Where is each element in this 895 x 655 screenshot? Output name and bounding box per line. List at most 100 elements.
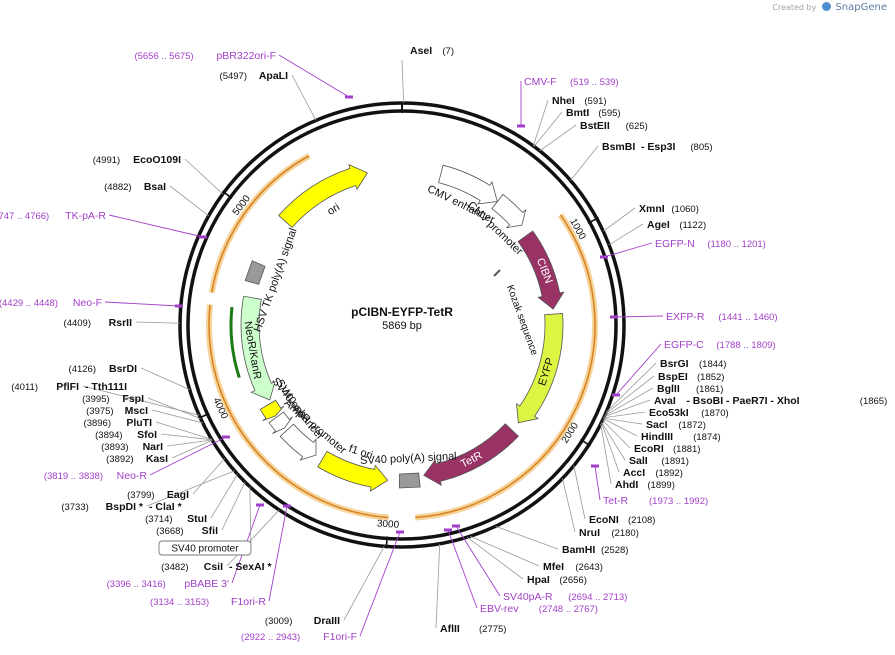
site-leader-line [603,417,643,425]
restriction-site: BsmBI- Esp3I(805) [602,141,713,153]
restriction-site: ApaLI(5497) [220,70,289,82]
restriction-site: PluTI(3896) [84,417,153,429]
primer-name: Neo-R [117,470,148,482]
site-position: (3896) [84,418,111,429]
site-leader-line [210,473,238,519]
site-name: EcoNI [589,514,619,526]
primer-leader-line [149,436,227,476]
site-leader-line [155,421,212,440]
site-position: (591) [584,96,606,107]
site-position: (1861) [696,384,723,395]
site-leader-line [532,99,549,147]
restriction-site: CsiI- SexAI *(3482) [161,561,272,573]
site-name: NheI [552,95,575,107]
primer-name: EGFP-C [664,339,704,351]
primer-bind-mark [256,503,264,507]
feature-label: ori [325,201,342,218]
primer-bind-mark [517,124,525,128]
watermark-prefix: Created by [772,3,817,12]
primer-leader-line [268,505,288,602]
restriction-site: EcoRI(1881) [634,443,700,455]
restriction-site: RsrII (4409) [64,317,133,329]
primer-label: EGFP-N (1180 .. 1201) [655,238,766,250]
site-extra: - SexAI * [229,561,273,573]
snapgene-watermark: Created by SnapGene [772,2,887,13]
feature-cds [517,230,565,310]
site-name: Eco53kI [649,407,689,419]
feature-cds [516,312,564,424]
site-leader-line [602,207,636,232]
restriction-site: XmnI(1060) [639,203,699,215]
site-name: BglII [657,383,680,395]
restriction-site: NruI (2180) [579,527,639,539]
primer-leader-line [104,301,180,307]
site-position: (595) [598,108,620,119]
site-leader-line [601,422,620,473]
site-position: (4409) [64,318,91,329]
site-name: FspI [122,393,144,405]
site-position: (2180) [611,528,638,539]
site-position: (2108) [628,515,655,526]
feature-polyA [244,260,266,285]
primer-name: pBR322ori-F [216,50,276,62]
primer-label: TK-pA-R(4747 .. 4766) [0,210,106,222]
restriction-site: BamHI(2528) [562,544,628,556]
primer-range: (3134 .. 3153) [150,597,209,608]
feature-enhancer [268,411,293,434]
primer-range: (1441 .. 1460) [718,312,777,323]
feature-cds [423,423,519,487]
restriction-site: BspDI *- ClaI *(3733) [61,501,182,513]
site-position: (1844) [699,359,726,370]
feature-promoter [491,193,527,229]
primer-leader-line [447,529,478,609]
primer-label: F1ori-F (2922 .. 2943) [241,631,357,643]
site-position: (805) [690,142,712,153]
feature-promoter [279,423,317,461]
restriction-site: EcoO109I(4991) [93,154,181,166]
map-title: pCIBN-EYFP-TetR [351,305,453,319]
restriction-site: MscI(3975) [86,405,148,417]
primer-range: (1180 .. 1201) [707,239,765,250]
site-leader-line [135,321,181,324]
site-leader-line [147,397,201,420]
site-position: (4991) [93,155,120,166]
site-extra: - Esp3I [641,141,676,153]
primer-label: EBV-rev(2748 .. 2767) [480,603,598,615]
restriction-site: SfoI(3894) [95,429,157,441]
primer-name: EGFP-N [655,238,695,250]
primer-bind-mark [222,435,230,439]
inner-ring [186,109,618,541]
primer-leader-line [455,525,501,597]
site-position: (3714) [145,514,172,525]
site-extra: - BsoBI - PaeR7I - XhoI [686,395,799,407]
restriction-site: KasI(3892) [106,453,168,465]
primer-name: EXFP-R [666,311,705,323]
site-name: BstEII [580,120,610,132]
site-leader-line [533,111,563,147]
primer-range: (2748 .. 2767) [539,604,598,615]
kozak-mark [493,269,501,277]
site-position: (3894) [95,430,122,441]
site-name: BmtI [566,107,589,119]
site-name: AflII [440,623,460,635]
site-position: (4882) [104,182,131,193]
primer-leader-line [594,465,601,501]
site-leader-line [146,470,235,507]
primer-range: (2922 .. 2943) [241,632,300,643]
site-name: NruI [579,527,600,539]
restriction-site: AgeI(1122) [647,219,706,231]
watermark-brand: SnapGene [835,2,887,13]
site-position: (7) [442,46,454,57]
site-name: RsrII [109,317,132,329]
primer-range: (1788 .. 1809) [716,340,775,351]
site-position: (2528) [601,545,628,556]
site-leader-line [401,59,405,104]
primer-label: CMV-F(519 .. 539) [524,76,619,88]
restriction-site: NheI (591) [552,95,607,107]
site-leader-line [171,439,213,459]
primer-bind-mark [345,95,353,99]
restriction-site: BsrDI(4126) [69,363,138,375]
primer-label: pBR322ori-F(5656 .. 5675) [134,50,276,62]
primer-name: F1ori-F [323,631,357,643]
site-leader-line [604,387,654,417]
